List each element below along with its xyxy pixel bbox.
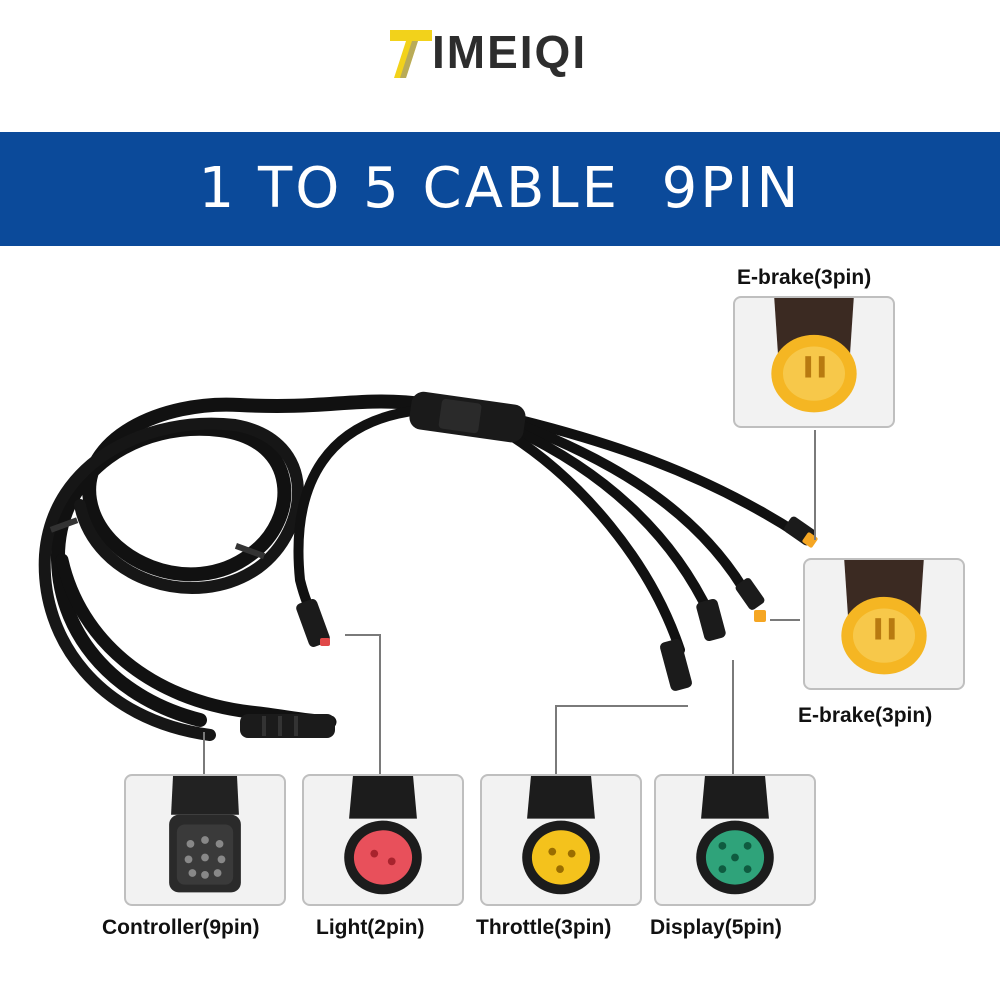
throttle-label: Throttle(3pin) [476,916,612,939]
light-thumbnail [302,774,464,906]
throttle-thumbnail [480,774,642,906]
controller-thumbnail [124,774,286,906]
light-connector-icon [344,776,422,895]
controller-label: Controller(9pin) [102,916,260,939]
display-thumbnail [654,774,816,906]
ebrake-right-label: E-brake(3pin) [798,704,933,727]
brand-name: IMEIQI [432,26,588,78]
ebrake-top-thumbnail [733,296,895,428]
brand-logo: IMEIQI [388,22,587,82]
controller-connector-icon [169,776,241,893]
ebrake-right-thumbnail [803,558,965,690]
display-label: Display(5pin) [650,916,782,939]
brand-logo-mark-icon [390,30,432,78]
banner-title: 1 TO 5 CABLE 9PIN [198,156,802,221]
title-banner: 1 TO 5 CABLE 9PIN [0,132,1000,246]
ebrake-top-label: E-brake(3pin) [737,266,872,289]
display-connector-icon [696,776,774,895]
cable-harness-photo [38,391,818,741]
throttle-connector-icon [522,776,600,895]
ebrake-right-connector-icon [841,560,927,675]
ebrake-top-connector-icon [771,298,857,413]
light-label: Light(2pin) [316,916,425,939]
